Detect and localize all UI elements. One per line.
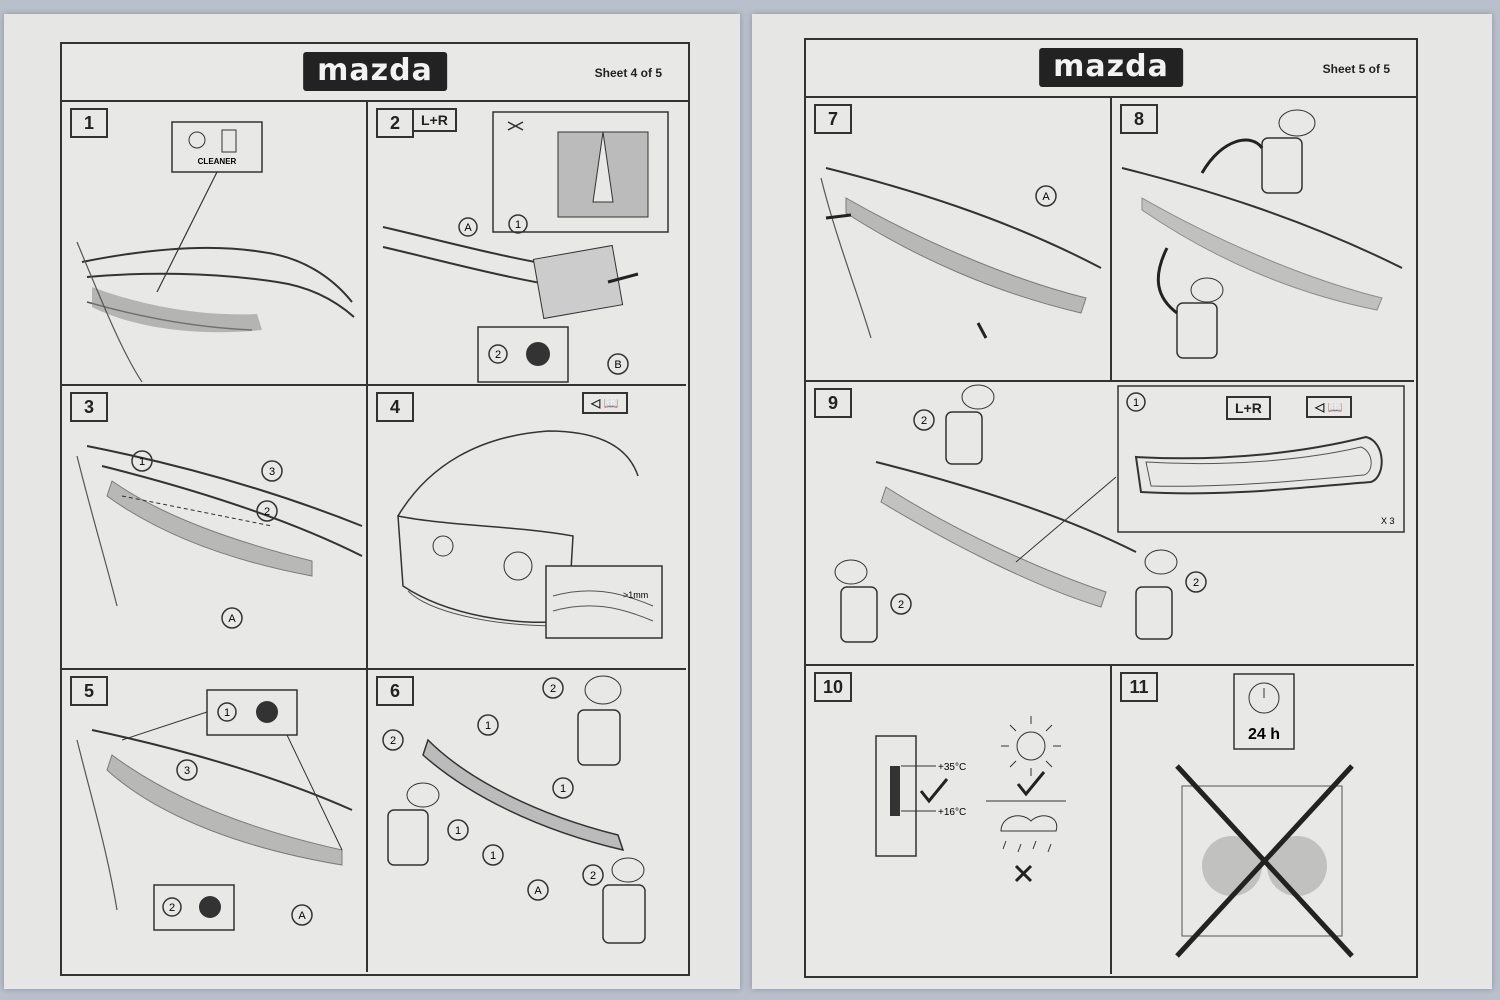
callout-2: 2 [550, 683, 556, 695]
callout-2: 2 [590, 870, 596, 882]
sun-icon [1016, 731, 1046, 761]
step-number: 4 [376, 392, 414, 422]
sheet-right: mazda Sheet 5 of 5 7 A 8 [752, 14, 1492, 989]
callout-1: 1 [224, 707, 230, 719]
callout-2: 2 [390, 735, 396, 747]
sheet-number: Sheet 4 of 5 [594, 66, 662, 80]
step-number: 7 [814, 104, 852, 134]
grille-installed-illustration: A [820, 167, 1102, 339]
step-9-panel: 9 2 2 2 1 [806, 382, 1414, 666]
callout-3: 3 [269, 466, 275, 478]
callout-1: 1 [485, 720, 491, 732]
callout-2: 2 [1193, 577, 1199, 589]
time-label: 24 h [1248, 726, 1280, 743]
callout-a: A [298, 910, 306, 922]
step-number: 10 [814, 672, 852, 702]
disposal-illustration: 2 1 2 1 1 1 A 2 [382, 675, 646, 944]
step-10-panel: 10 +35°C +16°C [806, 666, 1112, 974]
sheet-header: mazda Sheet 4 of 5 [62, 44, 688, 102]
callout-1: 1 [139, 456, 145, 468]
callout-1: 1 [455, 825, 461, 837]
step-6-panel: 6 2 1 2 1 1 1 [368, 670, 686, 972]
tape-application-illustration: 1 3 2 A [76, 689, 353, 931]
step-8-panel: 8 [1112, 98, 1414, 382]
step-4-panel: 4 ◁ 📖 >1mm [368, 386, 686, 670]
film-trim-illustration: A 1 2 B [382, 111, 669, 383]
temp-low: +16°C [938, 807, 966, 818]
callout-1: 1 [515, 219, 521, 231]
mazda-logo: mazda [1039, 48, 1183, 87]
callout-a: A [1042, 191, 1050, 203]
no-car-wash-illustration: 24 h [1175, 673, 1354, 958]
left-right-badge: L+R [412, 108, 457, 132]
callout-b: B [614, 359, 621, 371]
step-3-panel: 3 1 3 2 A [62, 386, 368, 670]
step-2-panel: 2 L+R A 1 2 B [368, 102, 686, 386]
callout-a: A [534, 885, 542, 897]
callout-2: 2 [169, 902, 175, 914]
inset-callout: 1 [1133, 397, 1139, 409]
step-number: 3 [70, 392, 108, 422]
car-wash-icon [1181, 785, 1343, 937]
thermometer-icon [875, 735, 917, 857]
callout-1: 1 [560, 783, 566, 795]
step-7-panel: 7 A [806, 98, 1112, 382]
sheet-header: mazda Sheet 5 of 5 [806, 40, 1416, 98]
step-11-panel: 11 24 h [1112, 666, 1414, 974]
step-number: 9 [814, 388, 852, 418]
callout-3: 3 [184, 765, 190, 777]
sheet-frame: mazda Sheet 4 of 5 1 CLEANER 2 L+R [60, 42, 690, 976]
bumper-illustration: CLEANER [76, 121, 355, 383]
left-right-badge: L+R [1226, 396, 1271, 420]
cross-icon [1014, 864, 1033, 883]
repeat-label: X 3 [1381, 516, 1395, 526]
view-reference-badge: ◁ 📖 [582, 392, 628, 414]
step-1-panel: 1 CLEANER [62, 102, 368, 386]
step-5-panel: 5 1 3 2 A [62, 670, 368, 972]
temp-high: +35°C [938, 762, 966, 773]
step-number: 11 [1120, 672, 1158, 702]
rain-cloud-icon [1000, 815, 1058, 832]
callout-1: 1 [490, 850, 496, 862]
step-number: 1 [70, 108, 108, 138]
view-reference-badge: ◁ 📖 [1306, 396, 1352, 418]
sheet-number: Sheet 5 of 5 [1322, 62, 1390, 76]
mazda-logo: mazda [303, 52, 447, 91]
callout-a: A [464, 222, 472, 234]
callout-2: 2 [898, 599, 904, 611]
grille-strip-illustration: 2 2 2 1 X 3 [834, 384, 1405, 643]
gap-label: >1mm [623, 590, 648, 600]
step-number: 6 [376, 676, 414, 706]
callout-2: 2 [921, 415, 927, 427]
backing-removal-illustration [1121, 109, 1403, 359]
step-number: 8 [1120, 104, 1158, 134]
callout-a: A [228, 613, 236, 625]
cleaner-label: CLEANER [198, 157, 237, 166]
temperature-illustration: +35°C +16°C [875, 716, 1066, 883]
step-number: 5 [70, 676, 108, 706]
callout-2: 2 [495, 349, 501, 361]
clock-icon [1248, 682, 1280, 714]
sheet-left: mazda Sheet 4 of 5 1 CLEANER 2 L+R [4, 14, 740, 989]
callout-2: 2 [264, 506, 270, 518]
grille-fitting-illustration: 1 3 2 A [76, 445, 363, 629]
car-rear-illustration: >1mm [397, 430, 663, 639]
sheet-frame: mazda Sheet 5 of 5 7 A 8 [804, 38, 1418, 978]
